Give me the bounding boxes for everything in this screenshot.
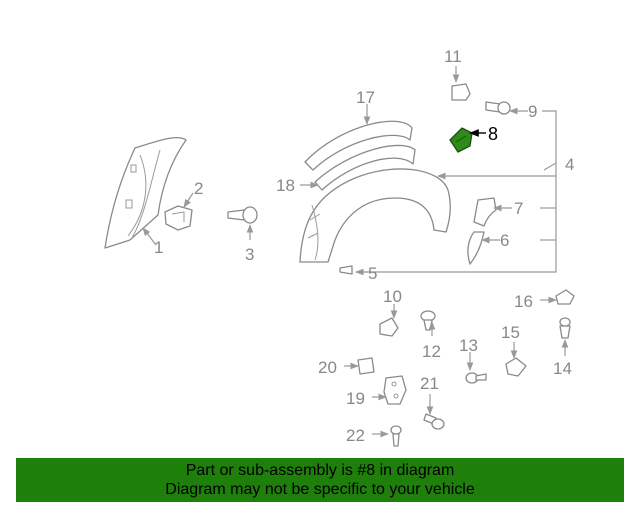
callout-19: 19 — [346, 389, 365, 408]
banner-line-2: Diagram may not be specific to your vehi… — [165, 481, 475, 498]
group-bracket-4 — [356, 110, 557, 273]
part-17-upper-moulding — [304, 120, 413, 171]
part-15-fastener — [505, 357, 527, 377]
callout-7: 7 — [514, 199, 523, 218]
part-20-block — [357, 357, 375, 375]
part-1-quarter-liner — [104, 136, 187, 249]
callout-15: 15 — [501, 323, 520, 342]
part-4-fender-flare — [299, 168, 451, 263]
callout-4: 4 — [565, 155, 574, 174]
part-6-flap — [467, 231, 485, 265]
callout-12: 12 — [422, 342, 441, 361]
callout-21: 21 — [420, 374, 439, 393]
callout-17: 17 — [356, 88, 375, 107]
callout-18: 18 — [276, 176, 295, 195]
part-5-clip — [339, 265, 353, 275]
part-19-bracket — [383, 375, 407, 405]
callout-10: 10 — [383, 287, 402, 306]
callout-8: 8 — [488, 124, 498, 144]
callout-5: 5 — [368, 264, 377, 283]
banner-line-1: Part or sub-assembly is #8 in diagram — [185, 462, 455, 479]
part-2-bracket — [164, 205, 193, 231]
callout-13: 13 — [459, 336, 478, 355]
part-7-guard — [473, 197, 497, 227]
leader-2 — [183, 192, 194, 208]
callout-14: 14 — [553, 359, 572, 378]
callout-3: 3 — [245, 245, 254, 264]
callout-20: 20 — [318, 358, 337, 377]
part-13-screw — [465, 372, 487, 384]
callout-16: 16 — [514, 292, 533, 311]
callout-22: 22 — [346, 426, 365, 445]
callout-2: 2 — [194, 179, 203, 198]
part-9-bolt — [485, 101, 511, 115]
callout-11: 11 — [444, 47, 462, 66]
diagram-notice-banner: Part or sub-assembly is #8 in diagram Di… — [16, 458, 624, 502]
part-11-block — [451, 83, 471, 101]
part-3-screw — [227, 206, 258, 224]
part-10-bracket — [379, 317, 399, 337]
callout-9: 9 — [528, 102, 537, 121]
bracket-tick-4 — [543, 162, 557, 171]
part-18-lower-moulding — [314, 144, 416, 191]
leader-1 — [142, 227, 157, 246]
part-12-clip — [420, 310, 436, 331]
part-22-pin — [390, 425, 402, 447]
part-14-pin — [559, 317, 571, 339]
callout-6: 6 — [500, 231, 509, 250]
part-16-clip — [555, 289, 575, 305]
exploded-parts-diagram: 1 2 3 17 18 4 5 6 — [104, 47, 575, 447]
callout-1: 1 — [154, 238, 163, 257]
part-21-bolt — [423, 413, 445, 430]
part-8-highlighted — [449, 127, 473, 153]
